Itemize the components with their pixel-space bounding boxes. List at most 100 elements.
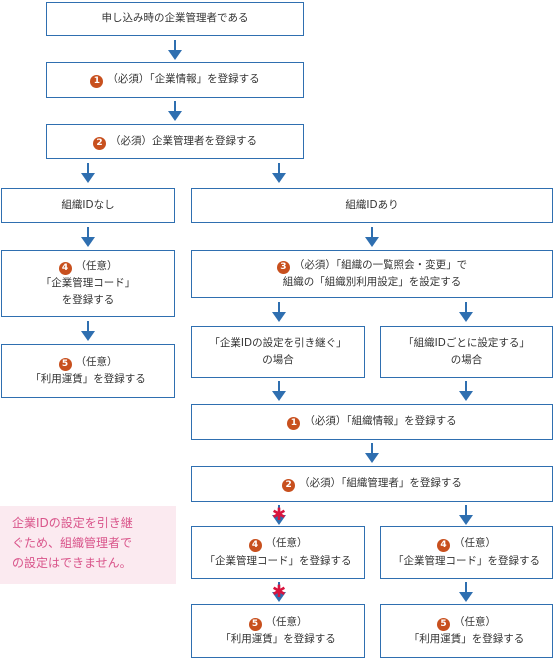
node-text-line: 4（任意） bbox=[248, 535, 308, 553]
arrow-down-icon bbox=[272, 381, 286, 401]
org-step2-node: 2（必須）「組織管理者」を登録する bbox=[191, 466, 553, 502]
node-text-line: 申し込み時の企業管理者である bbox=[102, 10, 249, 27]
node-text-line: 1（必須）「組織情報」を登録する bbox=[287, 413, 457, 431]
cross-icon: ✱ bbox=[271, 505, 287, 525]
inherit-step5-node: 5（任意） 「利用運賃」を登録する bbox=[191, 604, 365, 658]
node-text-line: 2（必須）「組織管理者」を登録する bbox=[282, 475, 462, 493]
node-text: （必須）「組織管理者」を登録する bbox=[299, 477, 462, 490]
arrow-down-icon bbox=[365, 443, 379, 463]
node-text-line: 「利用運賃」を登録する bbox=[409, 631, 525, 648]
per-org-step5-node: 5 （任意） 「利用運賃」を登録する bbox=[380, 604, 553, 658]
step-number-badge: 4 bbox=[248, 539, 262, 553]
has-org-id-node: 組織IDあり bbox=[191, 188, 553, 223]
step1-node: 1（必須）「企業情報」を登録する bbox=[46, 62, 304, 98]
step-number-badge: 1 bbox=[287, 417, 301, 431]
node-text-line: の場合 bbox=[262, 352, 294, 369]
node-text-line: 組織IDあり bbox=[345, 197, 398, 214]
node-text-line: の場合 bbox=[451, 352, 483, 369]
arrow-down-icon bbox=[459, 302, 473, 322]
arrow-down-icon bbox=[272, 582, 286, 602]
cross-icon: ✱ bbox=[271, 582, 287, 602]
node-text: （任意） bbox=[454, 615, 496, 628]
per-org-step4-node: 4 （任意） 「企業管理コード」を登録する bbox=[380, 526, 553, 579]
node-text-line: 3（必須）「組織の一覧照会・変更」で bbox=[276, 257, 468, 274]
node-text: を登録する bbox=[61, 294, 115, 307]
arrow-down-icon bbox=[365, 227, 379, 247]
step-number-badge: 4 bbox=[437, 539, 450, 553]
node-text: （任意） bbox=[75, 259, 118, 272]
node-text-line: 「利用運賃」を登録する bbox=[30, 371, 146, 388]
inherit-case-node: 「企業IDの設定を引き継ぐ」の場合 bbox=[191, 326, 365, 378]
node-text: の場合 bbox=[262, 354, 294, 366]
node-text-line: 5（任意） bbox=[58, 354, 118, 371]
node-text: 申し込み時の企業管理者である bbox=[101, 12, 249, 25]
node-text: の場合 bbox=[450, 354, 483, 366]
arrow-down-icon bbox=[81, 227, 95, 247]
arrow-down-icon bbox=[272, 505, 286, 525]
note-line: 企業IDの設定を引き継 bbox=[12, 516, 133, 530]
node-text-line: 組織IDなし bbox=[61, 197, 114, 214]
node-text: 組織IDなし bbox=[61, 198, 115, 211]
node-text-line: 「企業管理コード」 bbox=[41, 275, 136, 292]
org-step1-node: 1（必須）「組織情報」を登録する bbox=[191, 404, 553, 440]
inheritance-note: 企業IDの設定を引き継 ぐため、組織管理者で の設定はできません。 bbox=[0, 506, 176, 584]
org-step3-node: 3（必須）「組織の一覧照会・変更」で組織の「組織別利用設定」を設定する bbox=[191, 250, 553, 298]
node-text: 「企業管理コード」を登録する bbox=[393, 554, 540, 567]
arrow-down-icon bbox=[272, 302, 286, 322]
node-text-line: 「企業管理コード」を登録する bbox=[393, 553, 540, 570]
no-org-id-node: 組織IDなし bbox=[1, 188, 175, 223]
left-step5-node: 5（任意） 「利用運賃」を登録する bbox=[1, 344, 175, 398]
step-number-badge: 3 bbox=[276, 260, 290, 274]
node-text: 「利用運賃」を登録する bbox=[30, 373, 146, 385]
inherit-step4-node: 4（任意）「企業管理コード」を登録する bbox=[191, 526, 365, 579]
node-text: （任意） bbox=[265, 537, 308, 550]
arrow-down-icon bbox=[459, 505, 473, 525]
left-step4-node: 4（任意）「企業管理コード」を登録する bbox=[1, 250, 175, 317]
arrow-down-icon bbox=[459, 582, 473, 602]
arrow-down-icon bbox=[81, 321, 95, 341]
start-node: 申し込み時の企業管理者である bbox=[46, 2, 304, 36]
step-number-badge: 4 bbox=[58, 261, 72, 275]
step2-node: 2 （必須）企業管理者を登録する bbox=[46, 124, 304, 159]
node-text-line: 「企業管理コード」を登録する bbox=[205, 553, 352, 570]
step-number-badge: 2 bbox=[282, 479, 296, 493]
note-line: ぐため、組織管理者で bbox=[12, 535, 133, 550]
node-text-line: 5（任意） bbox=[248, 614, 308, 631]
step-number-badge: 1 bbox=[90, 75, 104, 89]
node-text: 組織IDあり bbox=[345, 198, 399, 211]
arrow-down-icon bbox=[81, 163, 95, 183]
step-number-badge: 5 bbox=[437, 617, 450, 631]
node-text-line: 「利用運賃」を登録する bbox=[220, 631, 336, 648]
node-text: 「企業管理コード」 bbox=[40, 276, 136, 289]
step-number-badge: 5 bbox=[248, 617, 262, 631]
arrow-down-icon bbox=[168, 101, 182, 121]
step-number-badge: 5 bbox=[58, 357, 72, 371]
node-text-line: 「企業IDの設定を引き継ぐ」 bbox=[209, 335, 346, 352]
node-text: （任意） bbox=[75, 355, 118, 368]
arrow-down-icon bbox=[459, 381, 473, 401]
node-text: 組織の「組織別利用設定」を設定する bbox=[282, 276, 462, 288]
node-text-line: 「組織IDごとに設定する」 bbox=[403, 335, 530, 352]
node-text: （必須）企業管理者を登録する bbox=[110, 134, 257, 147]
step-number-badge: 2 bbox=[93, 136, 106, 150]
arrow-down-icon bbox=[168, 40, 182, 60]
node-text-line: 組織の「組織別利用設定」を設定する bbox=[283, 274, 462, 291]
node-text: （必須）「組織の一覧照会・変更」で bbox=[293, 258, 468, 271]
node-text: （任意） bbox=[454, 537, 496, 550]
node-text-line: 4 （任意） bbox=[437, 535, 496, 553]
per-org-case-node: 「組織IDごとに設定する」の場合 bbox=[380, 326, 553, 378]
node-text-line: を登録する bbox=[62, 292, 115, 309]
node-text: 「企業管理コード」を登録する bbox=[204, 554, 352, 567]
node-text: 「企業IDの設定を引き継ぐ」 bbox=[209, 336, 347, 349]
node-text: （必須）「企業情報」を登録する bbox=[107, 73, 260, 86]
node-text: （任意） bbox=[265, 615, 308, 628]
node-text-line: 2 （必須）企業管理者を登録する bbox=[93, 133, 257, 150]
node-text-line: 1（必須）「企業情報」を登録する bbox=[90, 71, 260, 89]
node-text: （必須）「組織情報」を登録する bbox=[304, 415, 457, 428]
note-line: の設定はできません。 bbox=[12, 555, 132, 570]
node-text: 「利用運賃」を登録する bbox=[220, 633, 336, 645]
node-text: 「組織IDごとに設定する」 bbox=[403, 336, 530, 349]
node-text-line: 4（任意） bbox=[58, 258, 118, 275]
node-text: 「利用運賃」を登録する bbox=[408, 633, 525, 645]
node-text-line: 5 （任意） bbox=[437, 614, 496, 631]
